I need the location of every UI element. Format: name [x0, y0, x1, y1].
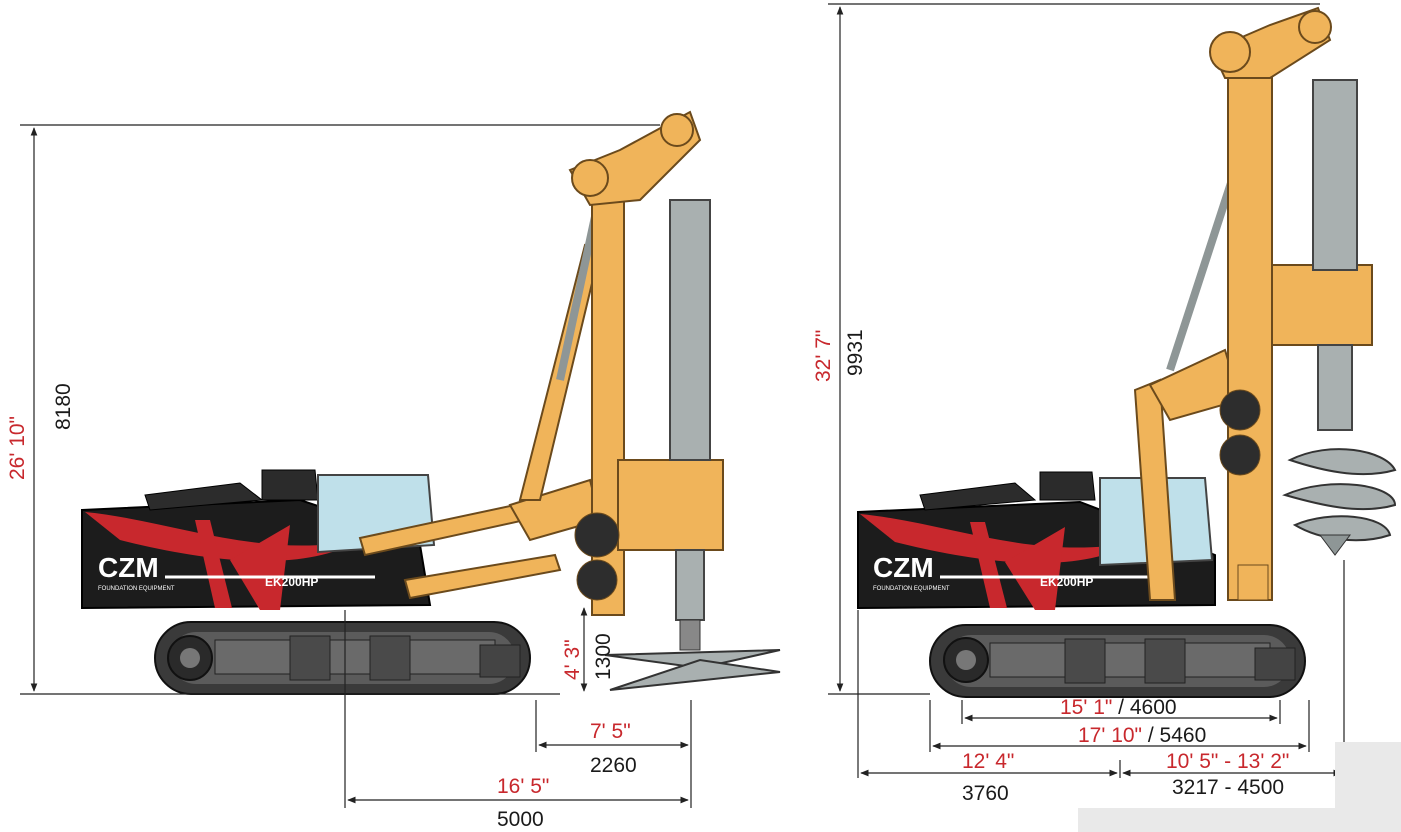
right-machine-illustration: CZM FOUNDATION EQUIPMENT EK200HP: [857, 6, 1397, 698]
right-track-length-metric: 5460: [1160, 724, 1207, 747]
right-rear-to-pivot-imperial: 12' 4": [962, 750, 1014, 773]
right-track-contact: 15' 1" / 4600: [1060, 696, 1177, 719]
right-logo: CZM: [873, 552, 934, 583]
right-height-imperial: 32' 7": [812, 330, 835, 382]
right-rear-to-pivot-metric: 3760: [962, 782, 1009, 805]
left-machine-illustration: CZM FOUNDATION EQUIPMENT EK200HP: [81, 110, 781, 695]
right-track-contact-imperial: 15' 1": [1060, 696, 1112, 719]
left-kelly-bar: [604, 199, 781, 691]
right-mast: [1209, 6, 1373, 601]
corner-panel: [1078, 742, 1401, 832]
left-boom: [358, 169, 609, 600]
left-height-metric: 8180: [52, 383, 75, 430]
left-reach-total-imperial: 16' 5": [497, 775, 549, 798]
right-pivot-to-tool-metric: 3217 - 4500: [1172, 776, 1284, 799]
right-kelly-bar: [1282, 79, 1397, 556]
left-upper-body: CZM FOUNDATION EQUIPMENT EK200HP: [81, 469, 436, 610]
right-height-metric: 9931: [844, 329, 867, 376]
right-track-length: 17' 10" / 5460: [1078, 724, 1206, 747]
right-track-length-imperial: 17' 10": [1078, 724, 1142, 747]
right-track-length-separator: /: [1142, 724, 1160, 747]
left-reach-front-imperial: 7' 5": [590, 720, 631, 743]
right-pivot-to-tool-imperial: 10' 5" - 13' 2": [1166, 750, 1289, 773]
right-model: EK200HP: [1040, 575, 1093, 589]
right-tagline: FOUNDATION EQUIPMENT: [873, 586, 950, 592]
left-height-imperial: 26' 10": [6, 416, 29, 480]
right-track-contact-metric: 4600: [1130, 696, 1177, 719]
left-clearance-metric: 1300: [592, 633, 615, 680]
left-reach-front-metric: 2260: [590, 754, 637, 777]
left-crawler-track: [154, 621, 531, 695]
left-dimensions: 26' 10" 8180 4' 3" 1300 7' 5" 2260 16' 5…: [6, 124, 692, 831]
left-logo: CZM: [98, 552, 159, 583]
left-clearance-imperial: 4' 3": [561, 639, 584, 680]
left-tagline: FOUNDATION EQUIPMENT: [98, 586, 175, 592]
right-dimensions: 32' 7" 9931 15' 1" / 4600 17' 10" / 5460…: [812, 3, 1345, 805]
right-boom: [1133, 138, 1249, 601]
right-upper-body: CZM FOUNDATION EQUIPMENT EK200HP: [857, 471, 1216, 610]
left-mast: [568, 110, 724, 616]
right-track-contact-separator: /: [1112, 696, 1130, 719]
left-reach-total-metric: 5000: [497, 808, 544, 831]
left-model: EK200HP: [265, 575, 318, 589]
right-crawler-track: [929, 624, 1306, 698]
